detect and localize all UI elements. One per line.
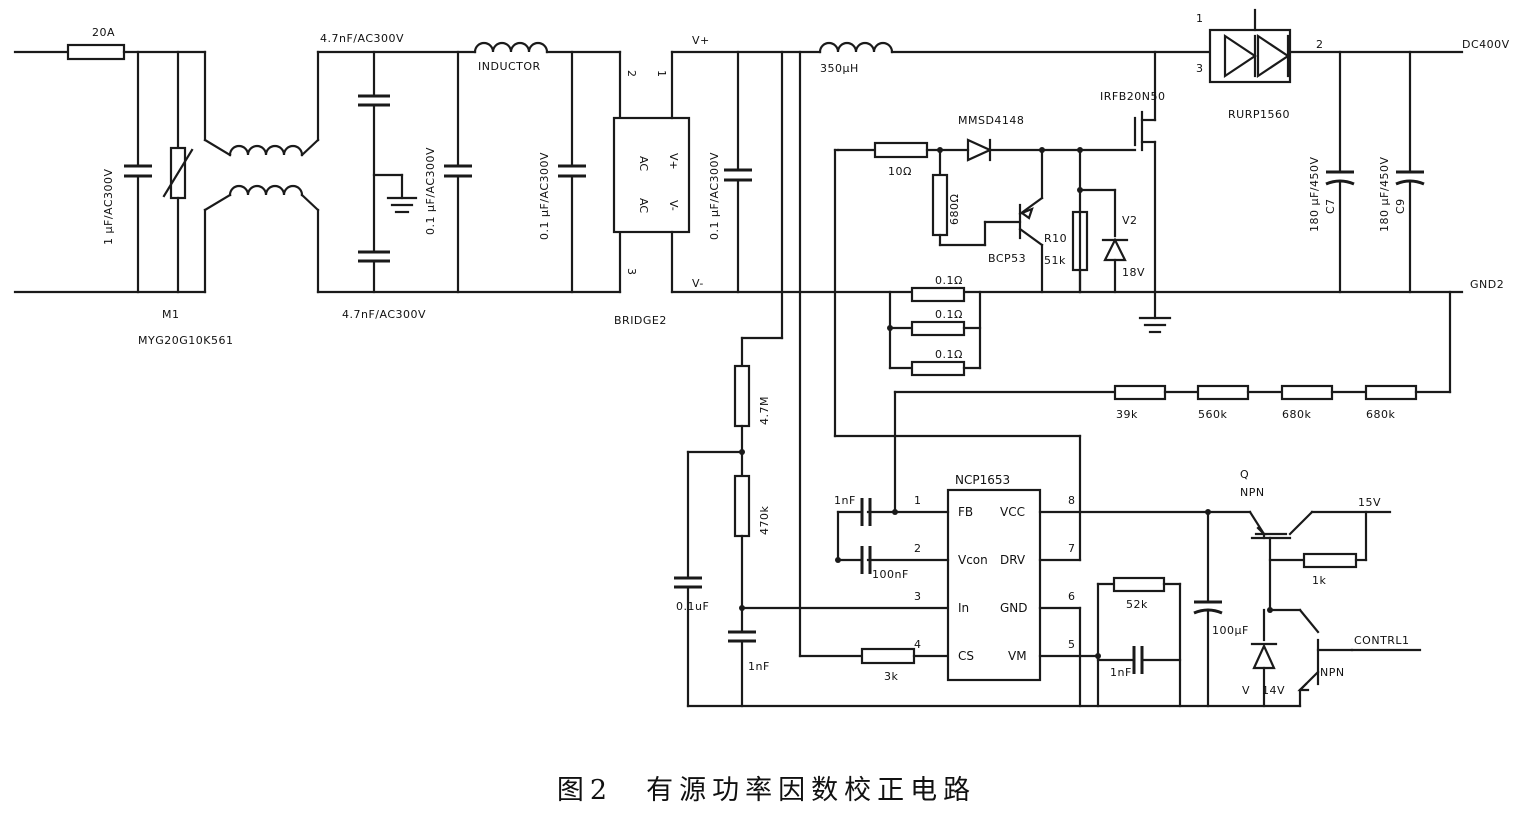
bridge-n3: 3 [625,268,638,275]
q-ref: Q [1240,468,1249,481]
cy-bot-label: 4.7nF/AC300V [342,308,426,321]
boost-l-label: 350μH [820,62,859,75]
ic-cs: CS [958,649,974,663]
rs1-label: 0.1Ω [935,274,963,287]
c-1nf-a: 1nF [748,660,770,673]
ic-in: In [958,601,969,615]
c9-val: 180 μF/450V [1378,156,1391,232]
gnd2-label: GND2 [1470,278,1504,291]
cy-top-label: 4.7nF/AC300V [320,32,404,45]
q-type: NPN [1240,486,1265,499]
c-vcon: 100nF [872,568,909,581]
c7-ref: C7 [1324,198,1337,214]
r-div4: 680k [1366,408,1395,421]
mov-ref: M1 [162,308,180,321]
inductor-label: INDUCTOR [478,60,541,73]
c-01uf: 0.1uF [676,600,709,613]
cx4-label: 0.1 μF/AC300V [708,152,721,240]
cx3-label: 0.1 μF/AC300V [538,152,551,240]
pin2: 2 [914,542,921,555]
ncp1653-ic: NCP1653 FB VCC Vcon DRV In GND CS VM 1 2… [833,210,1252,708]
fuse [66,43,126,61]
ic-drv: DRV [1000,553,1026,567]
ic-vcon: Vcon [958,553,988,567]
r-div2: 560k [1198,408,1227,421]
cx2-label: 0.1 μF/AC300V [424,147,437,235]
bridge-ac1: AC [637,156,650,171]
ic-name: NCP1653 [955,473,1010,487]
diode-part: RURP1560 [1228,108,1290,121]
current-sense: 0.1Ω 0.1Ω 0.1Ω [833,148,982,438]
mmsd-label: MMSD4148 [958,114,1024,127]
input-divider: 4.7M 470k 1nF 0.1uF 3k [674,50,1302,708]
pin3: 3 [914,590,921,603]
c-vm: 1nF [1110,666,1132,679]
ic-vcc: VCC [1000,505,1025,519]
r-cs: 3k [884,670,898,683]
fuse-label: 20A [92,26,115,39]
r-gate-label: 10Ω [888,165,912,178]
input-filter: 20A 1 μF/AC300V M1 MYG20G10K561 4.7nF/AC… [13,26,622,347]
r-div1: 39k [1116,408,1138,421]
pin4: 4 [914,638,921,651]
pin6: 6 [1068,590,1075,603]
mosfet-stage: IRFB20N50 10Ω MMSD4148 680Ω BCP53 [836,50,1172,334]
figure-caption: 图2 有源功率因数校正电路 [556,775,977,806]
c-vcc: 100μF [1212,624,1249,637]
r10-val: 51k [1044,254,1066,267]
r-1k: 1k [1312,574,1326,587]
ic-vm: VM [1008,649,1027,663]
vplus-label: V+ [692,34,710,47]
c9-ref: C9 [1394,198,1407,214]
mosfet-label: IRFB20N50 [1100,90,1165,103]
bcp-label: BCP53 [988,252,1026,265]
ic-gnd: GND [1000,601,1028,615]
r-vm: 52k [1126,598,1148,611]
v15-label: 15V [1358,496,1381,509]
pin8: 8 [1068,494,1075,507]
bridge-rectifier: AC AC V+ V- 2 1 3 BRIDGE2 V+ V- [612,34,710,327]
zener1-v: 18V [1122,266,1145,279]
control-label: CONTRL1 [1354,634,1410,647]
bridge-vp: V+ [667,153,680,170]
r-680-label: 680Ω [948,194,961,225]
zener2-label: V [1242,684,1250,697]
dc-out-label: DC400V [1462,38,1510,51]
vminus-label: V- [692,277,704,290]
mov-part: MYG20G10K561 [138,334,233,347]
bridge-vm: V- [667,200,680,211]
r-div3: 680k [1282,408,1311,421]
c7-val: 180 μF/450V [1308,156,1321,232]
c-fb: 1nF [834,494,856,507]
cx1-label: 1 μF/AC300V [102,168,115,245]
r10-ref: R10 [1044,232,1067,245]
diode-n1: 1 [1196,12,1203,25]
rs3-label: 0.1Ω [935,348,963,361]
dc-bus: 0.1 μF/AC300V 350μH 1 2 3 RURP1560 DC400… [670,8,1510,294]
q2-type: NPN [1320,666,1345,679]
pin5: 5 [1068,638,1075,651]
output-divider: 39k 560k 680k 680k [893,290,1452,512]
rs2-label: 0.1Ω [935,308,963,321]
bridge-n2: 2 [625,70,638,77]
diode-n2: 2 [1316,38,1323,51]
r-47m: 4.7M [758,396,771,425]
pin1: 1 [914,494,921,507]
bridge-n1: 1 [655,70,668,77]
r-470k: 470k [758,506,771,535]
supply-control: Q NPN 15V 1k V 14V CONTRL1 NPN [1240,468,1422,708]
zener2-v: 14V [1262,684,1285,697]
bridge-ref: BRIDGE2 [614,314,667,327]
zener1-label: V2 [1122,214,1138,227]
bridge-ac2: AC [637,198,650,213]
diode-n3: 3 [1196,62,1203,75]
pin7: 7 [1068,542,1075,555]
ic-fb: FB [958,505,973,519]
